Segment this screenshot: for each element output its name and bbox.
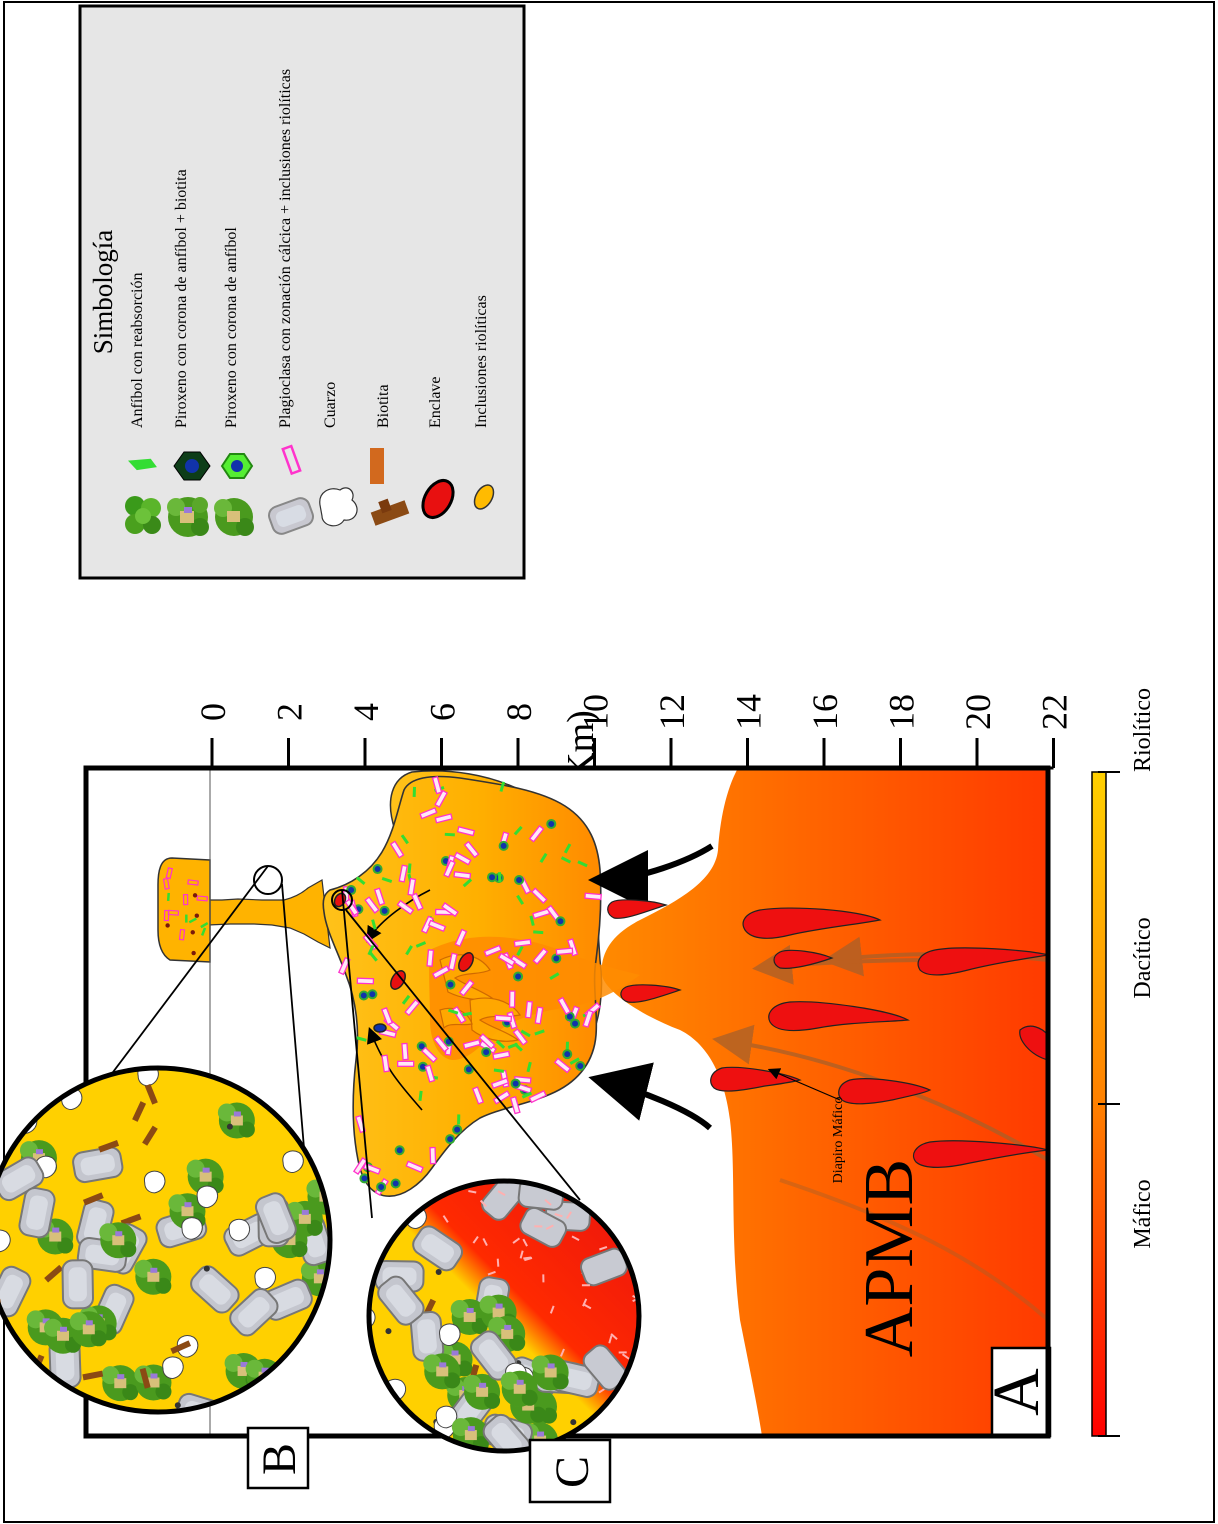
depth-tick-label: 2 — [270, 703, 310, 721]
legend-box — [80, 6, 524, 578]
depth-tick-label: 12 — [652, 694, 692, 730]
legend: Simbología Anfíbol con reabsorción Piroxe… — [80, 6, 524, 578]
inset-b-label: B — [253, 1443, 306, 1475]
legend-title: Simbología — [88, 230, 118, 355]
depth-tick-label: 0 — [193, 703, 233, 721]
depth-tick-label: 10 — [576, 694, 616, 730]
depth-tick-label: 18 — [882, 694, 922, 730]
depth-tick-label: 4 — [346, 703, 386, 721]
depth-tick-label: 22 — [1035, 694, 1075, 730]
depth-ticks: 0 2 4 6 8 10 12 14 16 18 20 22 — [193, 694, 1075, 768]
legend-label: Piroxeno con corona de anfíbol — [223, 227, 240, 428]
legend-label: Plagioclasa con zonación cálcica + inclu… — [277, 69, 294, 428]
depth-tick-label: 14 — [729, 694, 769, 730]
legend-label: Anfíbol con reabsorción — [129, 272, 146, 428]
diapiro-label: Diapiro Máfico — [831, 1097, 846, 1184]
scale-label-rhyolitic: Riolítico — [1130, 688, 1156, 772]
depth-tick-label: 8 — [499, 703, 539, 721]
scale-label-dacitic: Dacítico — [1130, 917, 1156, 998]
legend-label: Piroxeno con corona de anfíbol + biotita — [173, 169, 190, 428]
depth-tick-label: 6 — [423, 703, 463, 721]
depth-tick-label: 16 — [805, 694, 845, 730]
composition-scale: Máfico Dacítico Riolítico — [1092, 688, 1156, 1436]
depth-tick-label: 20 — [958, 694, 998, 730]
legend-label: Cuarzo — [322, 382, 339, 428]
legend-label: Inclusiones riolíticas — [473, 295, 490, 428]
scale-label-mafic: Máfico — [1130, 1179, 1156, 1248]
legend-label: Enclave — [427, 376, 444, 428]
inset-c-label: C — [546, 1456, 599, 1488]
legend-label: Biotita — [375, 384, 392, 428]
apmb-label: APMB — [851, 1159, 928, 1357]
panel-a-label: A — [980, 1368, 1053, 1416]
